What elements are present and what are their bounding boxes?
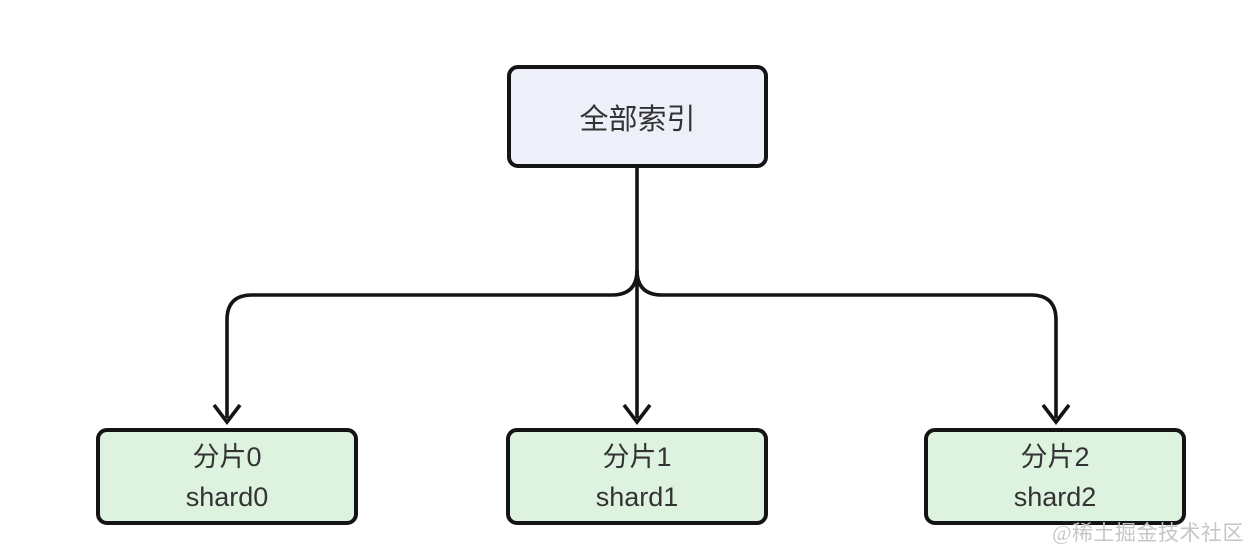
edge-root-to-shard0 xyxy=(225,269,639,418)
node-shard2-title: 分片2 xyxy=(1020,441,1090,472)
node-shard0: 分片0 shard0 xyxy=(96,428,358,525)
node-shard2: 分片2 shard2 xyxy=(924,428,1186,525)
node-all-index: 全部索引 xyxy=(507,65,768,168)
edge-root-to-shard2 xyxy=(635,269,1058,418)
node-shard2-subtitle: shard2 xyxy=(1013,481,1097,512)
arrowhead-shard0-icon xyxy=(212,403,242,425)
node-all-index-label: 全部索引 xyxy=(579,103,696,136)
node-shard0-title: 分片0 xyxy=(192,441,262,472)
node-shard1-title: 分片1 xyxy=(602,441,672,472)
node-shard1-subtitle: shard1 xyxy=(595,481,679,512)
watermark: @稀土掘金技术社区 xyxy=(1052,521,1244,545)
node-shard0-subtitle: shard0 xyxy=(185,481,269,512)
arrowhead-shard2-icon xyxy=(1041,403,1071,425)
arrowhead-shard1-icon xyxy=(622,403,652,425)
node-shard1: 分片1 shard1 xyxy=(506,428,768,525)
